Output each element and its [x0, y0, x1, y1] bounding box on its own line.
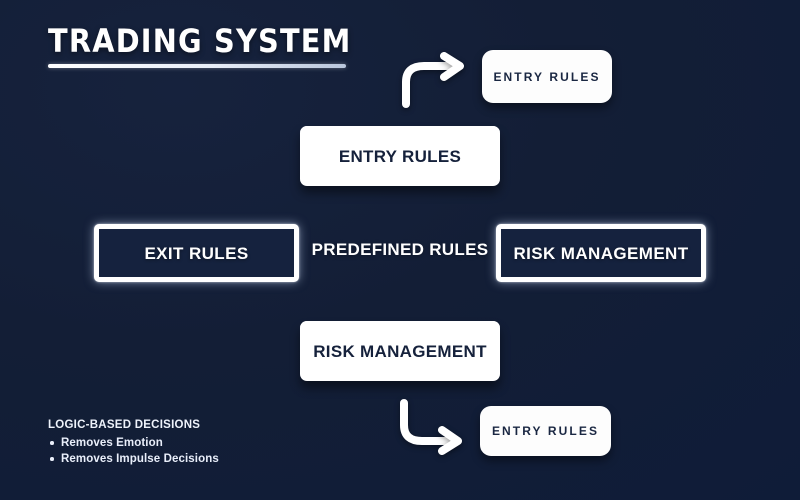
page-title: TRADING SYSTEM [48, 22, 352, 60]
list-item: Removes Impulse Decisions [48, 451, 219, 467]
node-entry-rules-center[interactable]: ENTRY RULES [300, 126, 500, 186]
node-label: ENTRY RULES [491, 424, 600, 438]
node-risk-management-right[interactable]: RISK MANAGEMENT [496, 224, 706, 282]
node-label: EXIT RULES [144, 243, 249, 263]
node-label: ENTRY RULES [493, 69, 601, 84]
node-label: ENTRY RULES [338, 146, 462, 166]
list-item: Removes Emotion [48, 435, 219, 451]
footer-notes: LOGIC-BASED DECISIONS Removes Emotion Re… [48, 419, 219, 467]
footer-bullet-list: Removes Emotion Removes Impulse Decision… [48, 435, 219, 467]
node-exit-rules[interactable]: EXIT RULES [94, 224, 299, 282]
title-underline [48, 64, 346, 68]
node-entry-rules-top-right[interactable]: ENTRY RULES [482, 50, 612, 103]
curved-arrow-up-right-icon [398, 52, 478, 108]
node-entry-rules-bottom-right[interactable]: ENTRY RULES [480, 406, 611, 456]
footer-heading: LOGIC-BASED DECISIONS [48, 419, 201, 431]
node-label: RISK MANAGEMENT [313, 341, 487, 361]
node-risk-management-center[interactable]: RISK MANAGEMENT [300, 321, 500, 381]
curved-arrow-down-right-icon [396, 399, 476, 455]
node-label: RISK MANAGEMENT [513, 243, 689, 263]
node-predefined-rules-label: PREDEFINED RULES [311, 240, 489, 259]
